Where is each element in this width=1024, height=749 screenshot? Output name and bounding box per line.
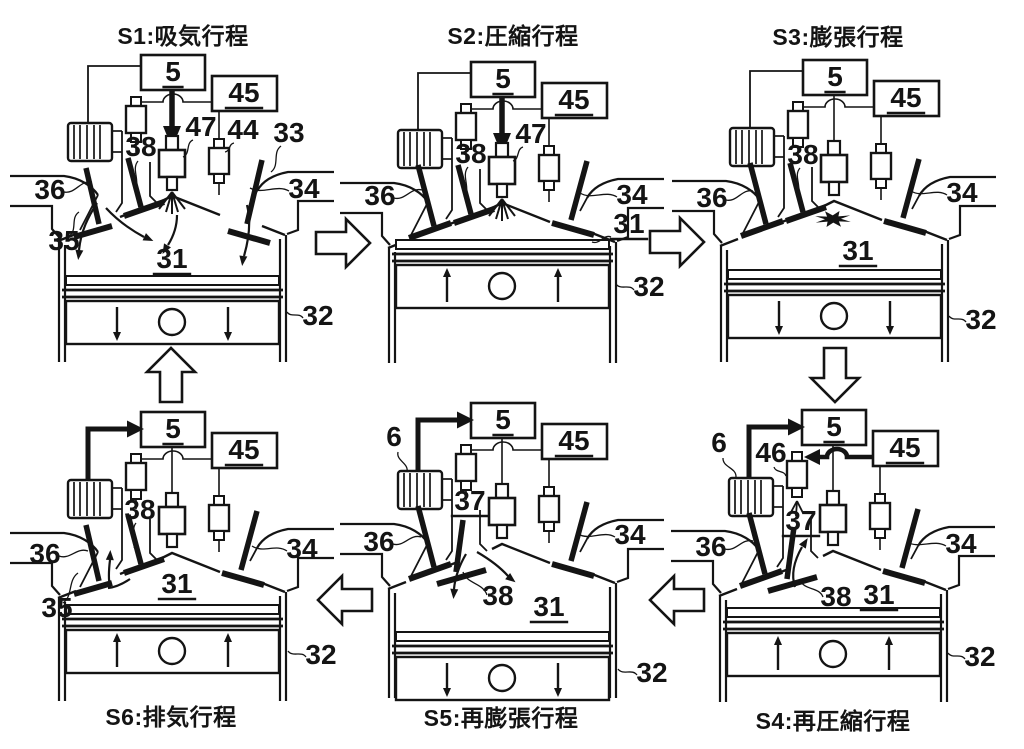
ref-label-38: 38: [482, 580, 513, 611]
ref-label-32: 32: [633, 271, 664, 302]
ref-label-36: 36: [29, 538, 60, 569]
ref-label-5: 5: [826, 411, 842, 442]
panel-title-s4: S4:再圧縮行程: [756, 708, 911, 734]
ref-label-36: 36: [34, 174, 65, 205]
ref-label-31: 31: [533, 591, 564, 622]
panel-s5-engine: [340, 401, 664, 702]
ref-label-5: 5: [165, 56, 181, 87]
ref-label-5: 5: [165, 413, 181, 444]
ref-label-5: 5: [827, 61, 843, 92]
ref-label-45: 45: [558, 425, 589, 456]
panel-title-s1: S1:吸気行程: [117, 23, 248, 49]
ref-label-45: 45: [558, 84, 589, 115]
ref-label-32: 32: [302, 300, 333, 331]
cycle-arrow-s3-to-s4: [807, 346, 863, 404]
ref-label-31: 31: [842, 235, 873, 266]
ref-label-32: 32: [305, 639, 336, 670]
ref-label-31: 31: [863, 579, 894, 610]
ref-label-34: 34: [616, 179, 648, 210]
cycle-arrow-s5-to-s6: [316, 572, 374, 628]
ref-label-36: 36: [363, 526, 394, 557]
panel-s5-labels: S5:再膨張行程 6 5 45 37 36 38 34 31 32: [363, 404, 667, 731]
panel-s1-engine: [10, 53, 334, 362]
ref-label-31: 31: [156, 243, 187, 274]
ref-label-38: 38: [455, 138, 486, 169]
ref-label-32: 32: [965, 304, 996, 335]
ref-label-47: 47: [515, 118, 546, 149]
ref-label-5: 5: [495, 63, 511, 94]
ref-label-31: 31: [613, 208, 644, 239]
cycle-arrow-s6-to-s1: [143, 346, 199, 404]
panel-s1-labels: S1:吸気行程 5 45 47 44 33 38 36 34 35 31 32: [34, 23, 333, 331]
ref-label-32: 32: [636, 657, 667, 688]
ref-label-33: 33: [273, 117, 304, 148]
ref-label-34: 34: [946, 177, 978, 208]
ref-label-32: 32: [964, 641, 995, 672]
ref-label-34: 34: [286, 533, 318, 564]
ref-label-45: 45: [228, 77, 259, 108]
cycle-arrow-s1-to-s2: [314, 215, 372, 271]
ref-label-6: 6: [711, 427, 727, 458]
ref-label-5: 5: [495, 404, 511, 435]
ref-label-31: 31: [161, 568, 192, 599]
ref-label-34: 34: [288, 173, 320, 204]
ref-label-36: 36: [695, 531, 726, 562]
ref-label-35: 35: [48, 225, 79, 256]
ref-label-34: 34: [614, 519, 646, 550]
ref-label-6: 6: [386, 421, 402, 452]
ref-label-38: 38: [125, 131, 156, 162]
panel-s3-labels: S3:膨張行程 5 45 38 36 34 31 32: [696, 24, 996, 335]
panel-s6-engine: [10, 410, 334, 701]
panel-s4-labels: S4:再圧縮行程 6 46 5 45 37 36 38 34 31 32: [695, 411, 995, 734]
cycle-arrow-s2-to-s3: [648, 214, 706, 270]
ref-label-36: 36: [364, 180, 395, 211]
panel-title-s3: S3:膨張行程: [772, 24, 903, 50]
ref-label-34: 34: [945, 528, 977, 559]
ref-label-38: 38: [124, 494, 155, 525]
ref-label-37: 37: [785, 505, 816, 536]
panel-title-s6: S6:排気行程: [105, 704, 236, 730]
ref-label-45: 45: [889, 432, 920, 463]
ref-label-46: 46: [755, 437, 786, 468]
ref-label-45: 45: [228, 434, 259, 465]
panel-s4-engine: [671, 408, 995, 702]
ref-label-45: 45: [890, 82, 921, 113]
ref-label-38: 38: [820, 581, 851, 612]
ref-label-38: 38: [787, 139, 818, 170]
panel-title-s2: S2:圧縮行程: [447, 23, 578, 49]
cycle-arrow-s4-to-s5: [648, 572, 706, 628]
ref-label-47: 47: [185, 111, 216, 142]
panel-s3-engine: [672, 58, 996, 362]
ref-label-36: 36: [696, 182, 727, 213]
ref-label-37: 37: [454, 485, 485, 516]
panel-title-s5: S5:再膨張行程: [424, 705, 579, 731]
ref-label-44: 44: [227, 114, 259, 145]
